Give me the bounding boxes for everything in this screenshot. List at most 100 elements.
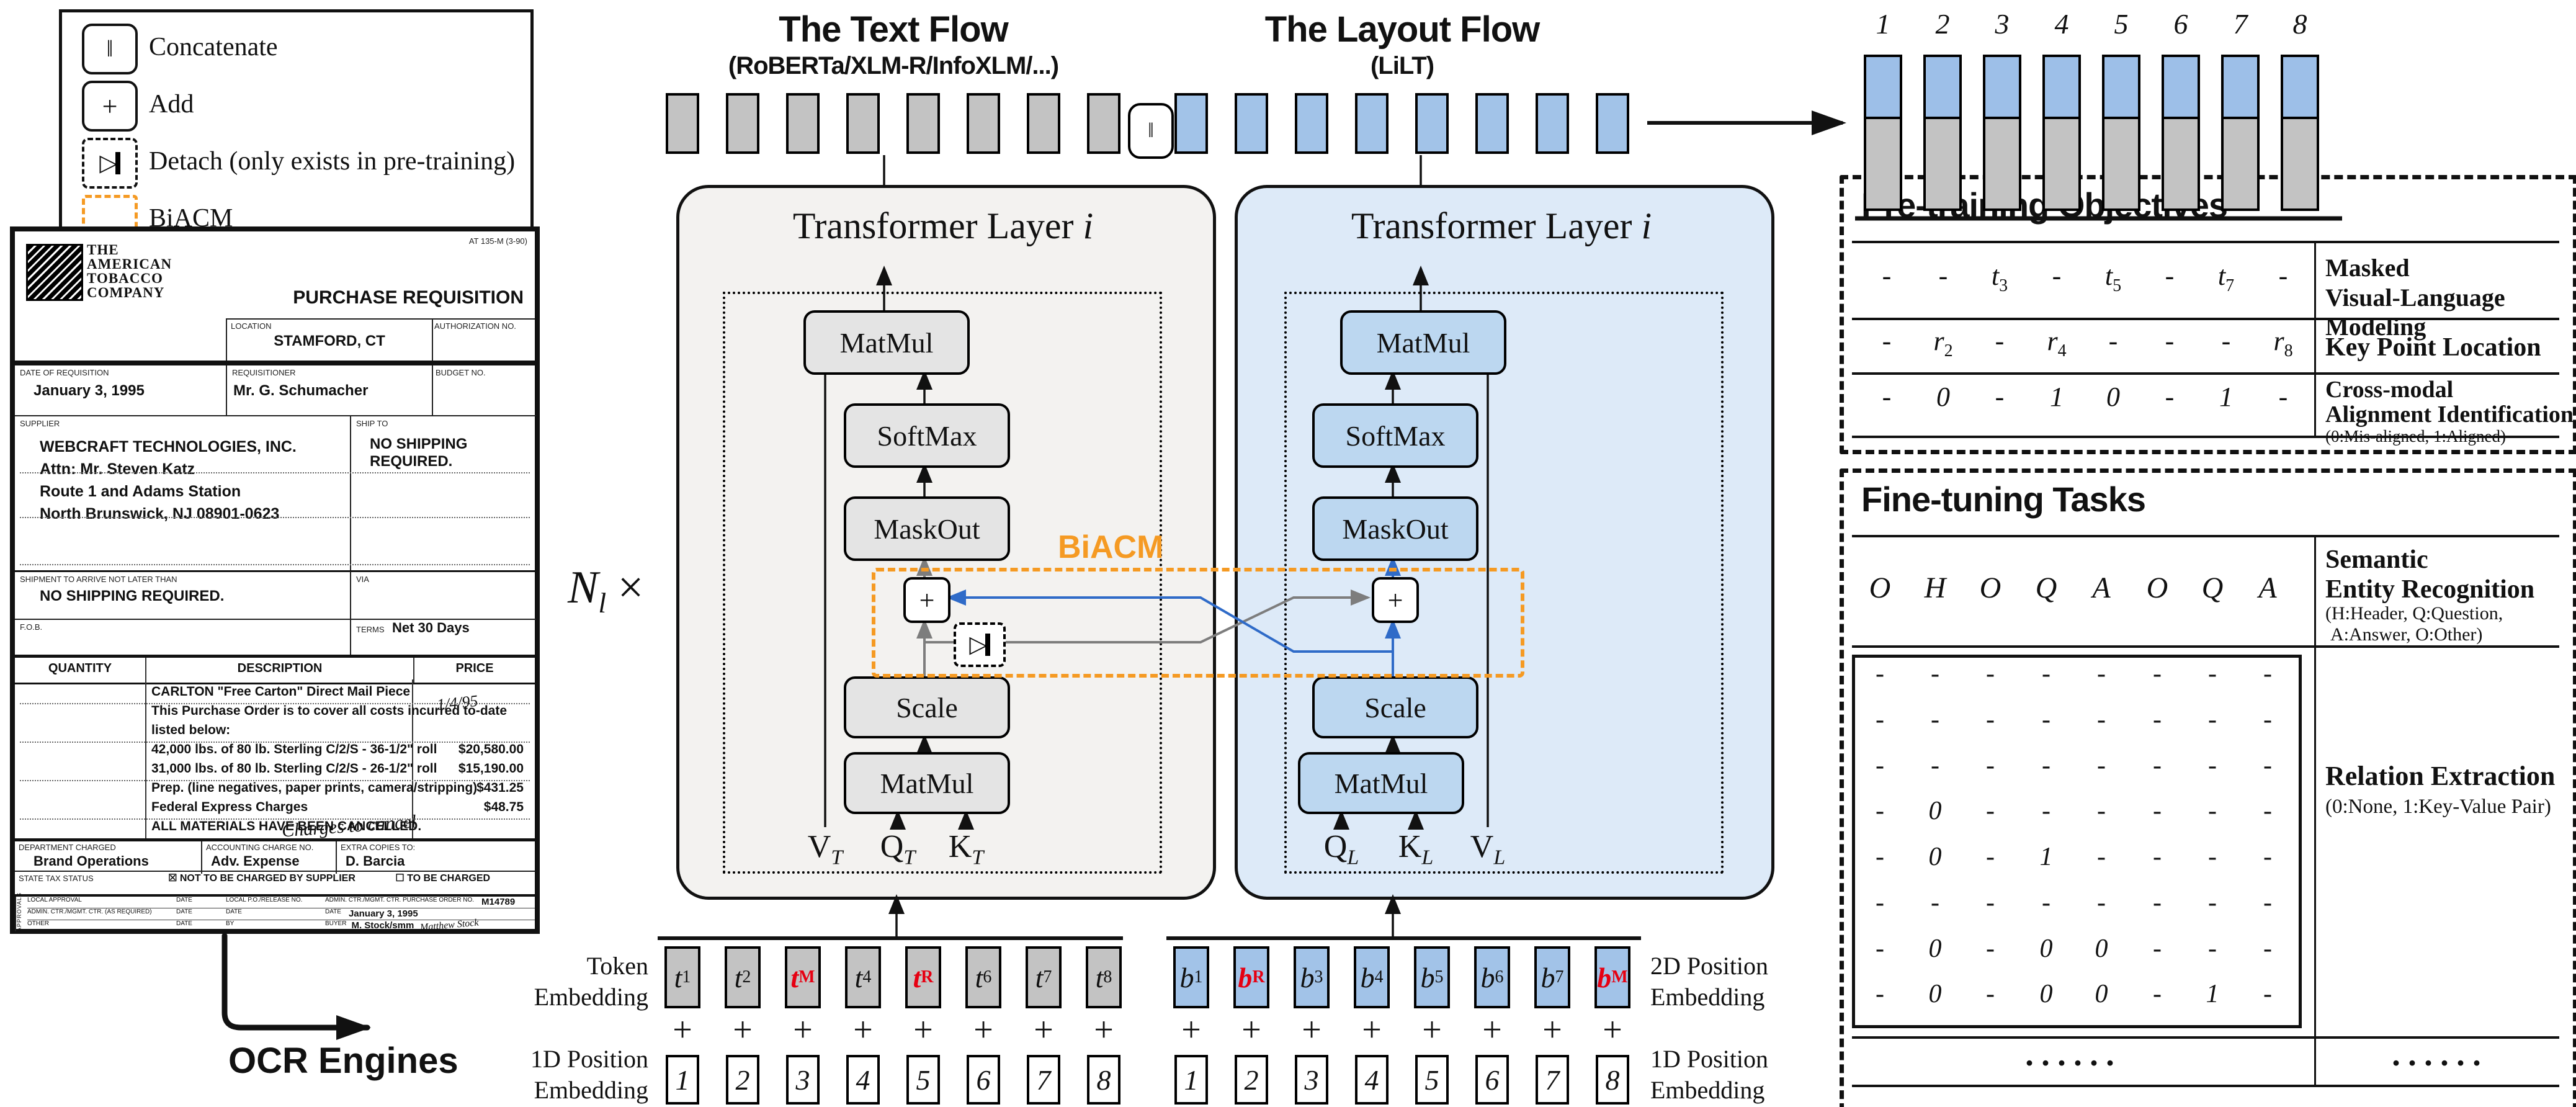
layout-query-input-label: QL [1323, 829, 1359, 869]
relation-matrix-cell-r6c5: - [2097, 889, 2106, 917]
embedding-add-sign: + [793, 1011, 813, 1049]
embedding-add-sign: + [673, 1011, 692, 1049]
output-column-layout-part [1866, 57, 1900, 119]
layout-value-input-label: VL [1470, 829, 1506, 869]
doc-date-cell: DATE OF REQUISITION January 3, 1995 [20, 368, 145, 399]
ser-header-cell-8: A [2258, 571, 2277, 604]
relation-matrix-cell-r3c5: - [2097, 751, 2106, 780]
text-hidden-bar-3 [786, 93, 820, 154]
pretraining-cell-r1c7: t7 [2217, 261, 2235, 295]
relation-matrix-cell-r6c4: - [2042, 889, 2051, 917]
dotted-leader [20, 780, 530, 781]
doc-via-cell: VIA [350, 570, 536, 621]
output-column-number-6: 6 [2173, 8, 2188, 40]
text-hidden-bar-1 [666, 93, 699, 154]
layout-hidden-bar-7 [1536, 93, 1569, 154]
layout-matmul-bottom-block: MatMul [1298, 752, 1464, 814]
layout-hidden-bar-3 [1295, 93, 1328, 154]
ser-header-cell-1: O [1869, 571, 1891, 604]
pretraining-cell-r3c6: - [2165, 382, 2175, 412]
kpl-label: Key Point Location [2325, 333, 2541, 362]
text-matmul-top-block: MatMul [803, 310, 970, 375]
relation-matrix-cell-r4c2: 0 [1928, 797, 1942, 825]
ser-label-2: Entity Recognition [2325, 575, 2535, 604]
text-maskout-block: MaskOut [844, 496, 1010, 561]
embedding-add-sign: + [1422, 1011, 1442, 1049]
pos1d-cell-left-1: 1 [666, 1055, 699, 1105]
output-column-number-8: 8 [2292, 8, 2307, 40]
doc-auth-cell: AUTHORIZATION NO. [431, 318, 535, 362]
pretraining-rule [1852, 372, 2559, 375]
relation-matrix-cell-r7c2: 0 [1928, 934, 1942, 963]
relation-matrix-cell-r8c5: 0 [2095, 980, 2108, 1008]
ser-note-2: A:Answer, O:Other) [2330, 624, 2483, 645]
relation-matrix-cell-r2c4: - [2042, 706, 2051, 734]
relation-matrix-cell-r4c3: - [1986, 797, 1995, 825]
layout-attention-dotted-box [1284, 292, 1724, 874]
doc-rule [412, 679, 413, 838]
pretraining-cell-r3c8: - [2278, 382, 2288, 412]
relation-matrix-cell-r1c1: - [1876, 660, 1884, 688]
output-column-2 [1923, 55, 1962, 211]
relation-matrix-cell-r4c4: - [2042, 797, 2051, 825]
detach-node: ▷ [954, 622, 1006, 667]
relation-matrix-cell-r6c8: - [2263, 889, 2272, 917]
pos1d-cell-right-6: 6 [1475, 1055, 1509, 1105]
relation-matrix-cell-r2c1: - [1876, 706, 1884, 734]
text-matmul-bottom-block: MatMul [844, 752, 1010, 814]
mvlm-label: Masked [2325, 254, 2410, 282]
relation-matrix-cell-r5c6: - [2153, 843, 2162, 871]
text-hidden-bar-8 [1087, 93, 1120, 154]
relation-matrix-cell-r1c5: - [2097, 660, 2106, 688]
mvlm-label-2: Visual-Language Modeling [2325, 284, 2505, 341]
doc-rule [145, 679, 146, 838]
embedding-add-sign: + [1034, 1011, 1053, 1049]
pretraining-cell-r1c2: - [1938, 261, 1948, 291]
pos1d-cell-left-8: 8 [1087, 1055, 1120, 1105]
relation-matrix-cell-r8c7: 1 [2206, 980, 2219, 1008]
relation-matrix-cell-r2c7: - [2208, 706, 2217, 734]
pretraining-cell-r3c7: 1 [2219, 382, 2233, 412]
relation-matrix-cell-r7c6: - [2153, 934, 2162, 963]
embedding-add-sign: + [1302, 1011, 1322, 1049]
ser-note: (H:Header, Q:Question, [2325, 603, 2503, 624]
relation-matrix-cell-r2c2: - [1931, 706, 1939, 734]
output-column-number-1: 1 [1876, 8, 1890, 40]
relation-matrix-cell-r7c1: - [1876, 934, 1884, 963]
ser-header-cell-3: O [1979, 571, 2001, 604]
layout-hidden-bar-1 [1174, 93, 1208, 154]
relation-matrix-cell-r1c6: - [2153, 660, 2162, 688]
doc-supplier-cell: SUPPLIER WEBCRAFT TECHNOLOGIES, INC.Attn… [15, 415, 350, 571]
detach-icon: ▷ [82, 138, 138, 189]
dotted-leader [20, 742, 530, 743]
doc-form-code: AT 135-M (3-90) [468, 236, 527, 246]
layout-hidden-bar-2 [1235, 93, 1268, 154]
relation-matrix-cell-r8c3: - [1986, 980, 1995, 1008]
relation-matrix-cell-r5c8: - [2263, 843, 2272, 871]
embedding-add-sign: + [1181, 1011, 1201, 1049]
embedding-add-sign: + [1362, 1011, 1382, 1049]
doc-fob-cell: F.O.B. [15, 619, 350, 656]
pretraining-cell-r3c2: 0 [1936, 382, 1950, 412]
ser-header-cell-6: O [2146, 571, 2168, 604]
cai-label-2: Alignment Identification [2325, 401, 2574, 428]
output-column-layout-part [2224, 57, 2257, 119]
pretraining-cell-r1c8: - [2278, 261, 2288, 291]
layout-layer-title: Transformer Layer i [1351, 205, 1652, 246]
relation-matrix-cell-r7c5: 0 [2095, 934, 2108, 963]
relation-matrix-cell-r5c7: - [2208, 843, 2217, 871]
pretraining-cell-r3c3: - [1995, 382, 2005, 412]
company-logo [26, 244, 83, 301]
layout-matmul-top-block: MatMul [1340, 310, 1506, 375]
relation-matrix-cell-r5c5: - [2097, 843, 2106, 871]
doc-terms-cell: TERMS Net 30 Days [350, 619, 536, 656]
ser-header-cell-2: H [1924, 571, 1946, 604]
concatenate-node: ‖ [1128, 103, 1174, 159]
dotted-leader [20, 564, 530, 565]
ocr-engines-label: OCR Engines [228, 1041, 458, 1081]
